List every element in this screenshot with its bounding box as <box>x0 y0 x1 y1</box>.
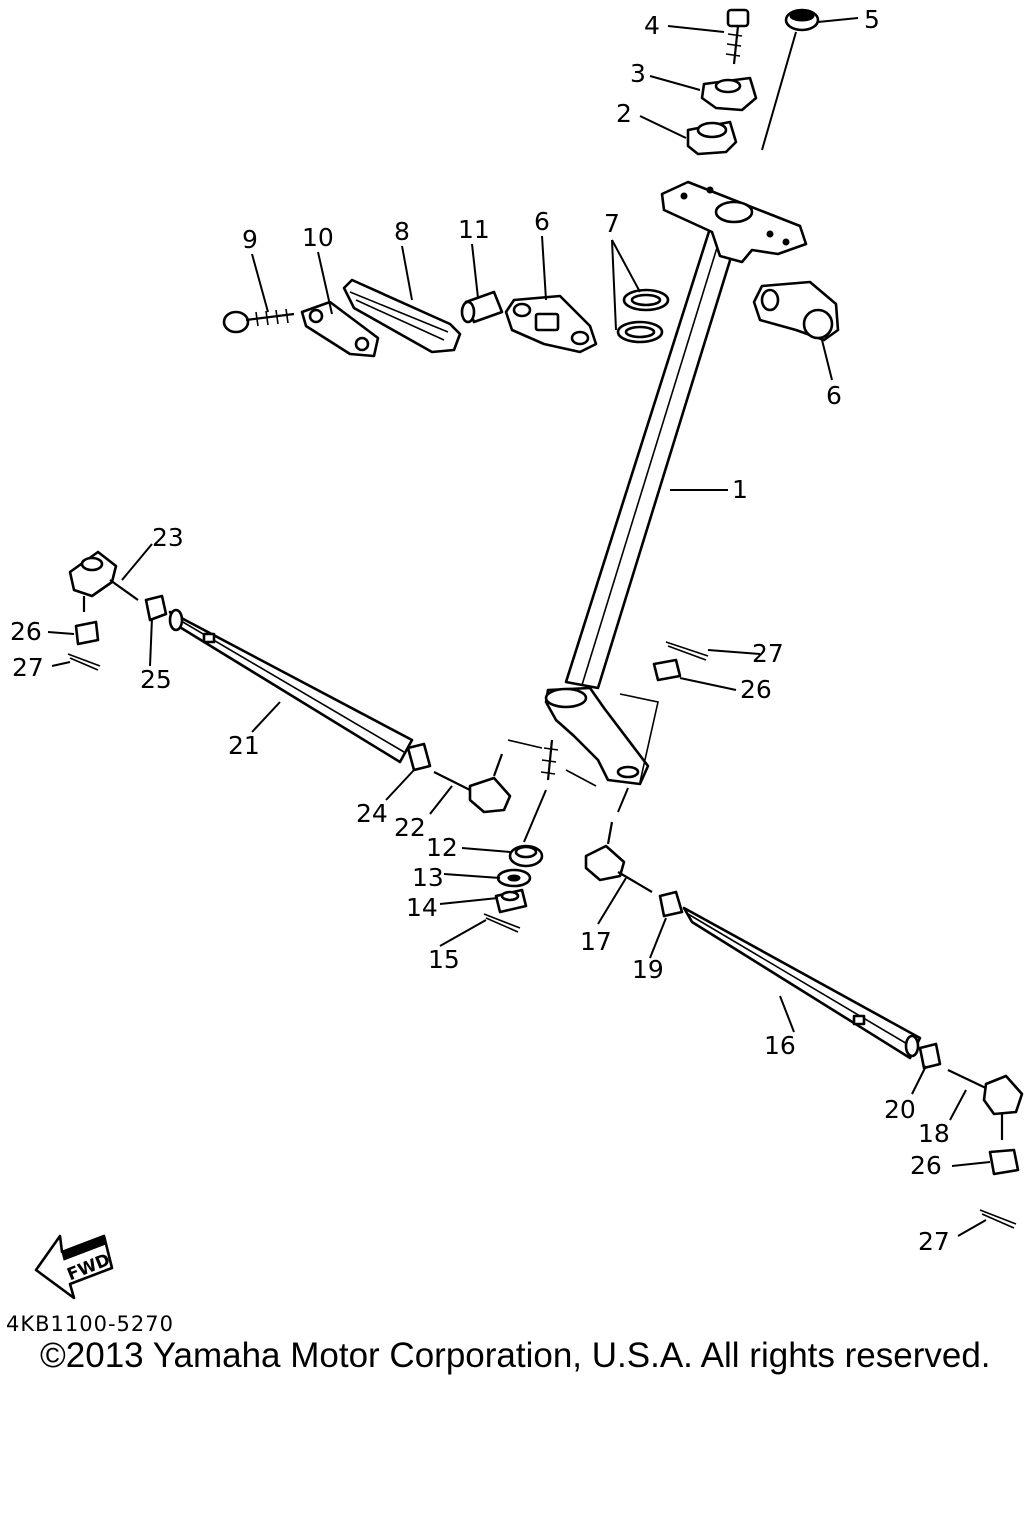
callout-2: 2 <box>616 99 632 128</box>
callout-14: 14 <box>406 893 438 922</box>
lock-washer-part <box>300 300 380 358</box>
callout-9: 9 <box>242 225 258 254</box>
callout-12: 12 <box>426 833 458 862</box>
callout-26-center: 26 <box>740 675 772 704</box>
callout-4: 4 <box>644 11 660 40</box>
washer-12-part <box>508 844 544 868</box>
right-outer-rod-end-part <box>947 1069 1024 1140</box>
callout-27-right: 27 <box>918 1227 950 1256</box>
callout-21: 21 <box>228 731 260 760</box>
callout-15: 15 <box>428 945 460 974</box>
callout-8: 8 <box>394 217 410 246</box>
left-tie-rod-part <box>168 608 414 764</box>
copyright-notice: ©2013 Yamaha Motor Corporation, U.S.A. A… <box>40 1336 991 1375</box>
nut-25-part <box>144 594 168 622</box>
callout-22: 22 <box>394 813 426 842</box>
callout-10: 10 <box>302 223 334 252</box>
forward-arrow-icon: FWD <box>34 1234 114 1300</box>
callout-23: 23 <box>152 523 184 552</box>
callout-7: 7 <box>604 209 620 238</box>
callout-18: 18 <box>918 1119 950 1148</box>
nut-26-left-part <box>74 620 100 646</box>
callout-5: 5 <box>864 5 880 34</box>
callout-17: 17 <box>580 927 612 956</box>
callout-27-center: 27 <box>752 639 784 668</box>
collar-tube-part <box>460 290 504 324</box>
callout-6-left: 6 <box>534 207 550 236</box>
cotter-pins-part <box>67 641 1017 1229</box>
callout-19: 19 <box>632 955 664 984</box>
callout-26-right: 26 <box>910 1151 942 1180</box>
right-inner-rod-end-part <box>584 821 653 893</box>
nut-24-part <box>406 742 432 772</box>
callout-25: 25 <box>140 665 172 694</box>
holder-plate-part <box>504 294 598 354</box>
bolt-part <box>725 8 750 65</box>
callout-24: 24 <box>356 799 388 828</box>
clip-plate-part <box>342 278 462 354</box>
callout-27-left: 27 <box>12 653 44 682</box>
collar-part-right <box>752 280 840 342</box>
callout-3: 3 <box>630 59 646 88</box>
callout-1: 1 <box>732 475 748 504</box>
nut-26-center-part <box>652 658 682 682</box>
nut-19-part <box>658 890 684 918</box>
holder-part <box>700 76 758 112</box>
callout-labels: 4 5 3 2 9 10 8 11 6 7 6 1 23 26 27 25 27… <box>10 5 950 1256</box>
left-inner-rod-end-part <box>433 753 512 814</box>
cap-part <box>761 8 820 151</box>
callout-16: 16 <box>764 1031 796 1060</box>
leader-lines <box>47 17 991 1237</box>
long-bolt-part <box>222 308 295 334</box>
steering-shaft-part <box>507 180 808 843</box>
nut-14-part <box>494 888 528 914</box>
washer-13-part <box>496 868 532 888</box>
callout-20: 20 <box>884 1095 916 1124</box>
nut-20-part <box>918 1042 942 1070</box>
bushing-part <box>686 120 738 156</box>
callout-11: 11 <box>458 215 490 244</box>
callout-6-right: 6 <box>826 381 842 410</box>
ring-seals-part <box>616 288 670 344</box>
right-tie-rod-part <box>682 906 922 1060</box>
left-outer-rod-end-part <box>68 550 139 612</box>
nut-26-right-part <box>988 1148 1020 1176</box>
callout-13: 13 <box>412 863 444 892</box>
callout-26-left: 26 <box>10 617 42 646</box>
diagram-code: 4KB1100-5270 <box>6 1312 175 1336</box>
